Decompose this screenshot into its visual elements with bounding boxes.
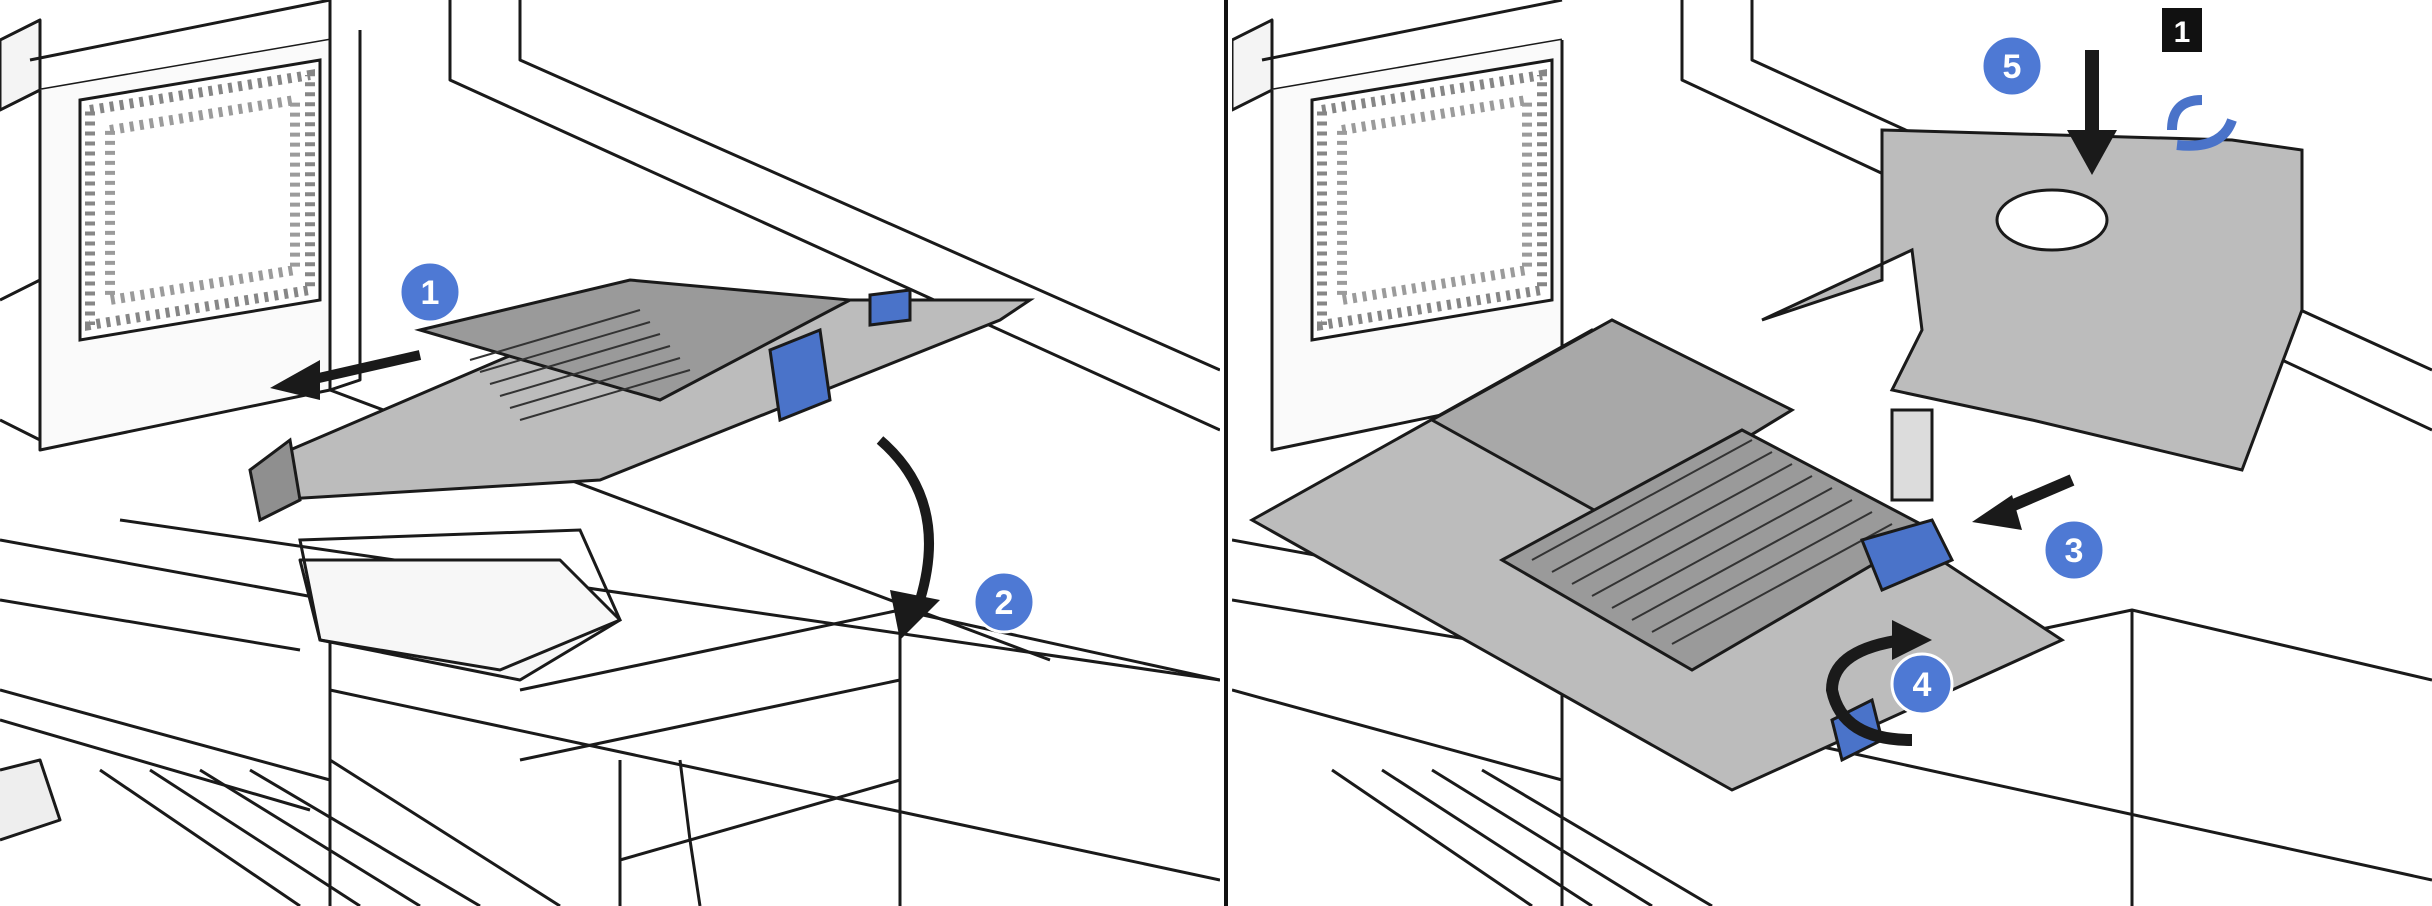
reference-tag-1: 1 [2162,8,2202,52]
arrow-step-2 [876,436,940,640]
arrow-step-4 [1825,620,1932,746]
reference-tag-1-label: 1 [2174,16,2191,49]
callout-step-2: 2 [972,570,1036,634]
callout-step-4: 4 [1890,652,1954,716]
callout-step-3-label: 3 [2065,532,2084,570]
mesh-vent-left [78,58,322,342]
callout-step-3: 3 [2042,518,2106,582]
callout-step-1-label: 1 [421,274,440,312]
callout-step-2-label: 2 [995,584,1014,622]
callout-step-5-label: 5 [2003,48,2022,86]
arrow-step-3 [1972,474,2075,530]
callout-step-5: 5 [1980,34,2044,98]
callout-step-1: 1 [398,260,462,324]
air-baffle [1761,95,2304,472]
arrow-step-1 [270,350,422,400]
panel-divider [1224,0,1228,906]
pad-outline-left [298,528,622,672]
callout-step-4-label: 4 [1913,666,1932,704]
m2-adapter-right [1248,318,2066,792]
m2-adapter-left [248,278,1035,523]
arrow-step-5 [2067,50,2117,175]
mesh-vent-right [1310,58,1554,342]
right-illustration: 5 3 4 1 [1232,0,2432,906]
left-illustration: 1 2 [0,0,1220,906]
left-panel: 1 2 [0,0,1220,906]
right-panel: 5 3 4 1 [1232,0,2432,906]
